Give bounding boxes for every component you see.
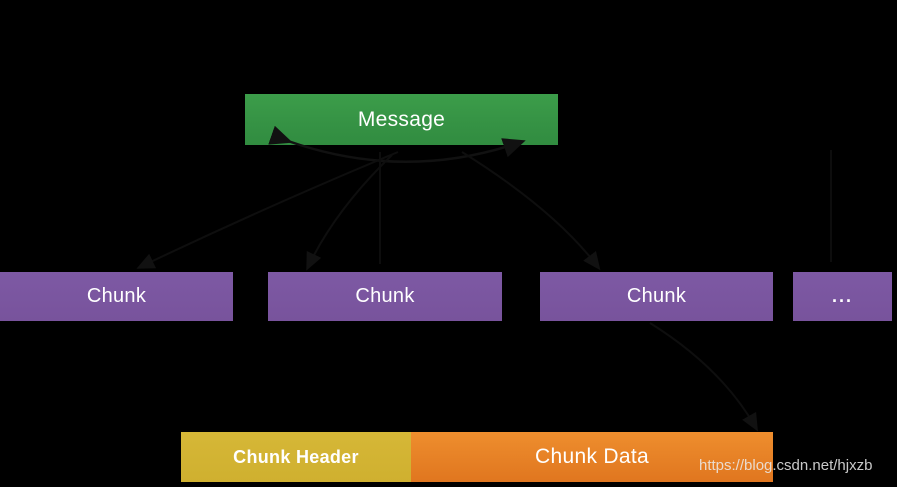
chunk-header-box: Chunk Header — [181, 432, 411, 482]
chunk-ellipsis-label: ... — [831, 286, 853, 306]
chunk-box-ellipsis: ... — [793, 272, 892, 321]
chunk-data-label: Chunk Data — [535, 445, 649, 468]
chunk-2-label: Chunk — [355, 285, 415, 307]
chunk-box-1: Chunk — [0, 272, 233, 321]
chunk-box-3: Chunk — [540, 272, 773, 321]
chunk-box-2: Chunk — [268, 272, 502, 321]
watermark-url: https://blog.csdn.net/hjxzb — [699, 457, 873, 474]
chunk-1-label: Chunk — [86, 285, 147, 307]
message-box: Message — [245, 94, 558, 145]
message-label: Message — [357, 107, 446, 131]
chunk-data-box: Chunk Data — [411, 432, 773, 482]
chunk-header-label: Chunk Header — [233, 446, 359, 467]
chunk-3-label: Chunk — [626, 285, 687, 307]
